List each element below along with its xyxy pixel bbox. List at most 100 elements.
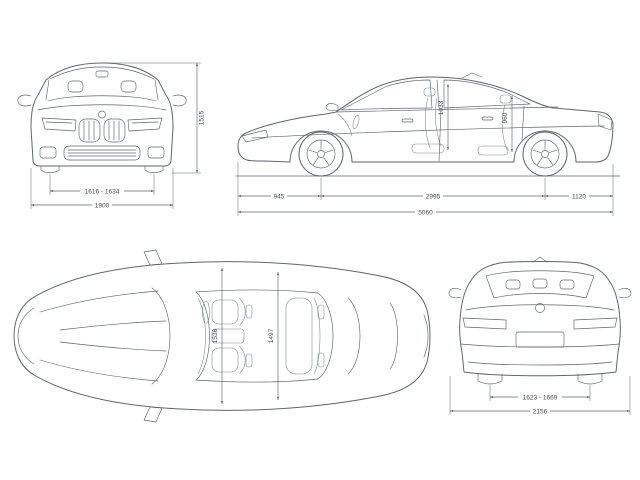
dimension-rear-interior-width: 1497 [268, 272, 280, 400]
lower-intake [63, 145, 141, 161]
kidney-grille-left [78, 118, 101, 143]
dimension-front-track: 1616 - 1634 [49, 174, 155, 196]
rear-shark-fin [532, 256, 548, 263]
rear-seat-headrest [499, 94, 512, 104]
dashboard-top [197, 297, 206, 375]
rear-bumper-inner [423, 314, 429, 358]
rear-bench-back [313, 297, 321, 375]
rear-wheel-right [577, 373, 603, 385]
front-cowl-line [47, 95, 157, 102]
trunk-line [465, 304, 615, 311]
top-view: 1536 1497 [13, 249, 431, 423]
a-pillar-right [154, 79, 159, 101]
a-pillar-left [45, 79, 50, 101]
mirror-bottom [143, 406, 163, 423]
dimension-front-height: 1515 [106, 62, 206, 174]
dim-label-length: 5060 [418, 209, 433, 216]
dimension-front-headroom: 1033 [438, 84, 450, 150]
mirror-top [143, 249, 163, 266]
rear-headrest-right [317, 352, 325, 368]
front-roof-line [49, 66, 155, 80]
trunk-crease [389, 302, 398, 370]
headlight-left-drl [45, 121, 73, 124]
rear-seat-back [501, 104, 508, 151]
rear-bench [285, 297, 313, 375]
side-mirror-right [172, 94, 187, 107]
rear-headrest-2 [532, 278, 548, 289]
dimension-rear-width: 2156 [449, 376, 631, 416]
rear-wheel-spokes [532, 140, 558, 165]
dim-label-rear-width: 2156 [533, 408, 548, 415]
shark-fin-antenna [461, 72, 483, 79]
door-line-rear [521, 105, 525, 141]
passenger-headrest [245, 353, 253, 368]
dim-label-width: 1900 [95, 202, 110, 209]
front-wheel [298, 131, 344, 177]
bumper-crease [460, 343, 620, 348]
dimension-front-interior-width: 1536 [212, 268, 224, 404]
rear-window-base [347, 297, 361, 375]
top-body-outline [13, 261, 431, 411]
front-body-outline [30, 62, 174, 167]
rear-headrest-1 [505, 279, 521, 290]
dim-label-rear-interior: 1497 [268, 328, 275, 343]
headrest-left [67, 80, 84, 93]
dimension-side-lengths: 945 2995 1120 5060 [237, 162, 614, 217]
side-mirror-left [17, 94, 32, 107]
side-intake-right [147, 146, 165, 159]
top-interior [197, 297, 325, 375]
dim-label-rear-headroom: 960 [502, 112, 509, 123]
dashboard-line [337, 113, 353, 137]
side-window-rear [443, 79, 531, 109]
rear-wheel [522, 131, 568, 177]
rear-mirror-left [448, 287, 462, 299]
side-view: 1033 960 945 2995 1120 5060 [235, 72, 621, 217]
door-line-front [438, 108, 442, 162]
rear-view: 1623 - 1669 2156 [448, 256, 632, 416]
windshield-base [151, 287, 171, 385]
hood-crease [37, 104, 167, 111]
passenger-seat-back [239, 346, 246, 374]
steering-wheel-side [352, 114, 360, 130]
side-headlight [241, 129, 269, 143]
headrest-right [120, 80, 137, 93]
hood-crease-bottom [39, 359, 159, 382]
dim-label-rear-overhang: 1120 [572, 193, 586, 200]
nose-inner-line [17, 307, 35, 365]
front-wheel-left [40, 165, 60, 173]
front-seat-cushion [411, 143, 445, 154]
front-wheel-right [144, 165, 164, 173]
side-intake-left [39, 146, 57, 159]
dimension-front-width: 1900 [30, 168, 174, 210]
taillight-left [462, 317, 507, 330]
dimension-rear-track: 1623 - 1669 [489, 385, 591, 402]
headlight-right-drl [131, 121, 159, 124]
grille-slats [83, 120, 120, 141]
rear-wheel-left [477, 373, 503, 385]
bmw-roundel-front [98, 110, 106, 119]
roof-side-edges [195, 289, 319, 383]
steering-wheel-top [202, 300, 210, 324]
rear-body-outline [459, 261, 621, 377]
rear-mirror-right [618, 287, 632, 299]
intake-slats [67, 149, 137, 157]
side-taillight [597, 113, 613, 131]
bmw-roundel-rear [535, 303, 545, 313]
lower-valance [467, 361, 613, 366]
interior-ghost [337, 87, 512, 156]
rear-window [485, 270, 595, 299]
dim-label-front-overhang: 945 [274, 193, 285, 200]
dim-label-front-interior: 1536 [212, 328, 219, 343]
rear-seat-cushion [477, 145, 509, 156]
center-console [211, 328, 245, 344]
door-handle-rear [481, 116, 494, 121]
license-plate [515, 331, 565, 348]
front-seat-back [424, 97, 442, 149]
door-handle-front [401, 118, 414, 123]
side-body-outline [237, 76, 614, 163]
kidney-grille-right [103, 118, 126, 143]
passenger-seat-cushion [211, 347, 239, 373]
driver-seat-cushion [211, 299, 239, 325]
side-mirror [325, 103, 339, 112]
